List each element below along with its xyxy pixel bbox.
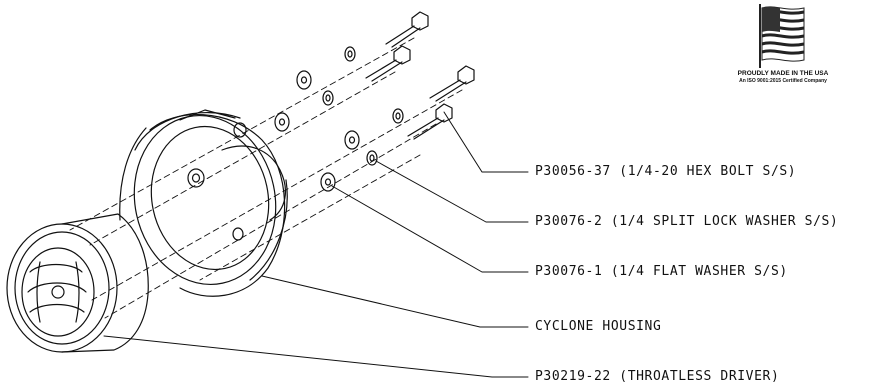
callout-cyclone-housing: CYCLONE HOUSING <box>535 319 662 334</box>
badge-tagline: PROUDLY MADE IN THE USA <box>737 70 829 77</box>
badge-certification: An ISO 9001:2015 Certified Company <box>739 78 827 84</box>
throatless-driver-part <box>6 213 149 353</box>
american-flag-icon <box>759 4 805 68</box>
assembly-axis-lines <box>69 37 463 319</box>
callout-throatless-driver: P30219-22 (THROATLESS DRIVER) <box>535 369 780 384</box>
hex-bolt-part <box>365 11 475 140</box>
cyclone-housing-part <box>119 109 288 297</box>
made-in-usa-badge: PROUDLY MADE IN THE USA An ISO 9001:2015… <box>728 2 838 92</box>
callout-hex-bolt: P30056-37 (1/4-20 HEX BOLT S/S) <box>535 164 797 179</box>
callout-split-lock-washer: P30076-2 (1/4 SPLIT LOCK WASHER S/S) <box>535 214 839 229</box>
flat-washer-part <box>274 70 360 192</box>
callout-flat-washer: P30076-1 (1/4 FLAT WASHER S/S) <box>535 264 788 279</box>
split-lock-washer-part <box>322 46 404 166</box>
leader-lines <box>103 111 529 378</box>
